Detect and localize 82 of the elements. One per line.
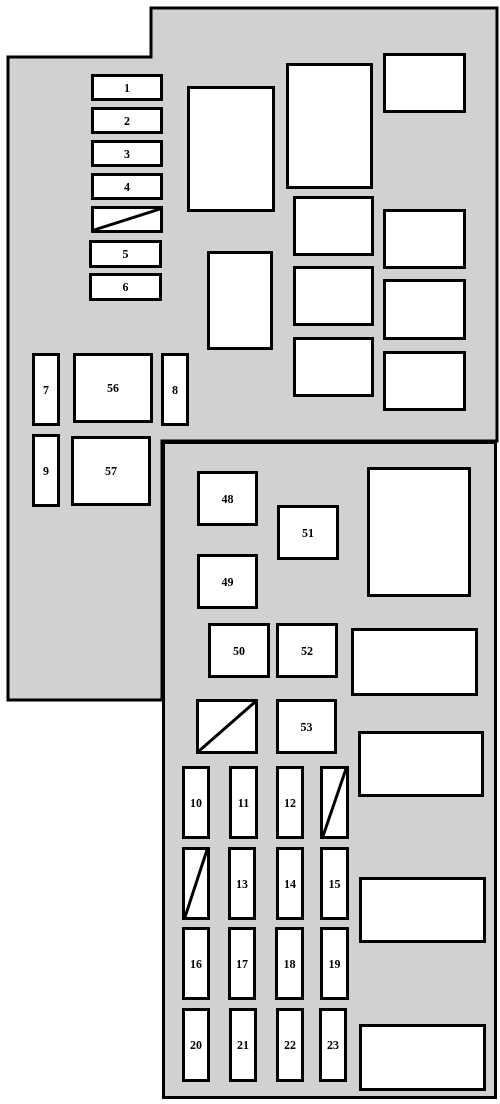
fuse-number: 10 xyxy=(190,796,202,809)
relay-slot xyxy=(207,251,273,350)
fuse-slot xyxy=(182,927,210,1000)
fuse-number: 9 xyxy=(43,464,49,477)
relay-slot xyxy=(383,209,466,269)
fuse-number: 5 xyxy=(122,248,129,260)
fuse-number: 15 xyxy=(328,877,341,890)
fuse-slot xyxy=(208,623,270,678)
unused-fuse-slot xyxy=(196,699,258,754)
fuse-slot xyxy=(276,623,338,678)
fuse-number: 18 xyxy=(283,957,296,970)
fuse-slot xyxy=(32,434,60,507)
fuse-slot xyxy=(320,927,349,1000)
relay-slot xyxy=(293,337,374,397)
relay-slot xyxy=(359,1024,486,1091)
fuse-number: 2 xyxy=(124,114,130,127)
fuse-number: 49 xyxy=(221,575,234,588)
fuse-number: 52 xyxy=(301,644,313,657)
fuse-slot xyxy=(89,273,162,301)
fuse-slot xyxy=(276,699,337,754)
relay-slot xyxy=(293,196,374,256)
fuse-number: 11 xyxy=(237,796,250,809)
fuse-slot xyxy=(91,140,163,167)
fuse-number: 23 xyxy=(327,1039,339,1051)
fuse-slot xyxy=(229,766,258,839)
relay-slot xyxy=(286,63,373,189)
fuse-slot xyxy=(91,74,163,101)
fuse-slot xyxy=(277,505,339,560)
fuse-slot xyxy=(89,240,162,268)
fuse-number: 14 xyxy=(284,877,296,890)
fuse-number: 57 xyxy=(105,465,117,477)
unused-fuse-slot xyxy=(91,206,163,233)
fuse-number: 1 xyxy=(124,81,130,94)
fuse-number: 48 xyxy=(221,492,234,505)
unused-fuse-slot xyxy=(182,847,210,920)
relay-slot xyxy=(293,266,374,326)
fuse-number: 13 xyxy=(236,877,248,890)
relay-slot xyxy=(383,279,466,340)
fuse-slot xyxy=(319,1008,347,1082)
fuse-number: 20 xyxy=(190,1039,202,1051)
fuse-slot xyxy=(182,1008,210,1082)
fuse-number: 8 xyxy=(172,383,178,396)
fuse-slot xyxy=(197,554,258,609)
fuse-number: 6 xyxy=(122,281,129,293)
fuse-number: 53 xyxy=(300,720,313,733)
fuse-slot xyxy=(161,353,189,426)
fuse-slot xyxy=(276,847,304,920)
fuse-slot xyxy=(73,353,153,423)
fuse-slot xyxy=(320,847,349,920)
relay-slot xyxy=(359,877,486,943)
fuse-slot xyxy=(228,847,256,920)
fuse-number: 56 xyxy=(107,382,119,394)
fuse-number: 50 xyxy=(233,644,245,657)
fuse-number: 4 xyxy=(124,180,130,193)
fuse-number: 22 xyxy=(284,1039,296,1051)
fuse-slot xyxy=(182,766,210,839)
fuse-slot xyxy=(71,436,151,506)
fuse-number: 21 xyxy=(237,1039,249,1051)
fuse-slot xyxy=(276,766,304,839)
fuse-number: 12 xyxy=(284,796,296,809)
fuse-slot xyxy=(91,107,163,134)
fuse-box-panel xyxy=(162,441,497,1099)
relay-slot xyxy=(383,53,466,113)
relay-slot xyxy=(383,351,466,411)
fuse-number: 3 xyxy=(124,147,130,160)
relay-slot xyxy=(358,731,484,797)
fuse-slot xyxy=(228,927,256,1000)
relay-slot xyxy=(187,86,275,212)
fuse-slot xyxy=(229,1008,257,1082)
fuse-number: 7 xyxy=(43,383,49,396)
fuse-number: 17 xyxy=(236,957,248,970)
fuse-slot xyxy=(275,927,304,1000)
fuse-slot xyxy=(32,353,60,426)
fuse-number: 51 xyxy=(302,526,314,539)
fuse-slot xyxy=(197,471,258,526)
relay-slot xyxy=(367,467,471,597)
fuse-number: 19 xyxy=(328,957,341,970)
unused-fuse-slot xyxy=(320,766,349,839)
fuse-slot xyxy=(91,173,163,200)
fuse-number: 16 xyxy=(190,957,202,970)
fuse-slot xyxy=(276,1008,304,1082)
relay-slot xyxy=(351,628,478,696)
